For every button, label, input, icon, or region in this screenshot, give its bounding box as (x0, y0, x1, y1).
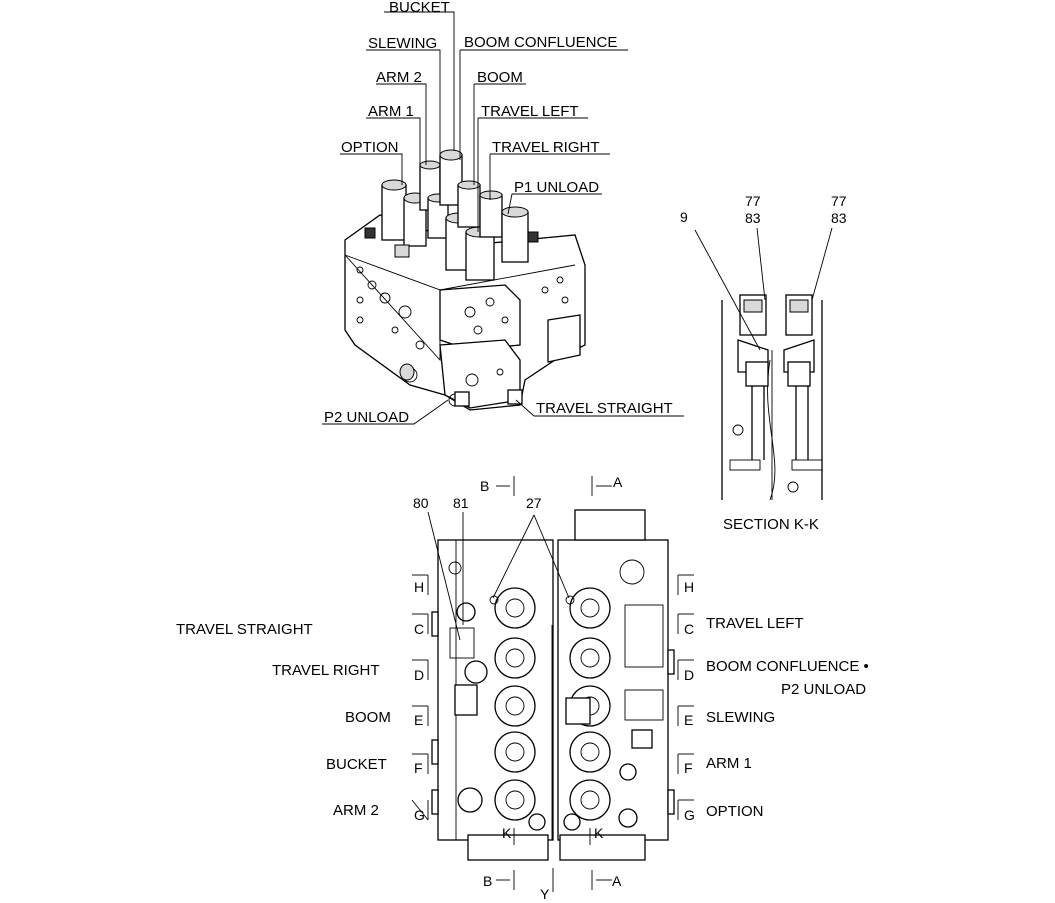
ref-81: 81 (453, 495, 469, 511)
bottom-b-marker: B (483, 873, 492, 889)
top-a-marker: A (613, 474, 623, 490)
label-bucket: BUCKET (389, 0, 450, 16)
top-b-marker: B (480, 478, 489, 494)
left-label-boom: BOOM (345, 709, 391, 726)
left-label-arm2: ARM 2 (333, 802, 379, 819)
section-kk-drawing (694, 227, 833, 501)
right-label-arm1: ARM 1 (706, 755, 752, 772)
right-label-p2-unload: P2 UNLOAD (781, 681, 866, 698)
k-left-marker: K (502, 825, 512, 841)
left-letter-g: G (414, 807, 425, 823)
ref-27: 27 (526, 495, 542, 511)
front-view-leaders (411, 476, 694, 892)
left-label-travel-right: TRAVEL RIGHT (272, 662, 380, 679)
y-marker: Y (540, 886, 550, 902)
right-label-slewing: SLEWING (706, 709, 775, 726)
front-view-labels: 80 81 27 B A B A Y K K TRAVEL STRAIGHT T… (176, 474, 869, 902)
iso-labels: BUCKET SLEWING BOOM CONFLUENCE ARM 2 BOO… (324, 0, 673, 426)
right-label-boom-confluence: BOOM CONFLUENCE • (706, 658, 869, 675)
right-label-travel-left: TRAVEL LEFT (706, 615, 804, 632)
label-travel-right: TRAVEL RIGHT (492, 139, 600, 156)
ref-80: 80 (413, 495, 429, 511)
bottom-a-marker: A (612, 873, 622, 889)
left-letter-h: H (414, 579, 424, 595)
label-boom: BOOM (477, 69, 523, 86)
ref-83-right: 83 (831, 210, 847, 226)
k-right-marker: K (594, 825, 604, 841)
isometric-valve-drawing (344, 149, 586, 411)
right-letter-h: H (684, 579, 694, 595)
section-kk-labels: 9 77 83 77 83 SECTION K-K (680, 193, 847, 533)
right-label-option: OPTION (706, 803, 764, 820)
right-letter-g: G (684, 807, 695, 823)
right-letter-d: D (684, 667, 694, 683)
right-letter-c: C (684, 621, 694, 637)
label-arm2: ARM 2 (376, 69, 422, 86)
left-letter-f: F (414, 760, 423, 776)
left-letter-d: D (414, 667, 424, 683)
solenoid-cylinders (381, 149, 529, 281)
front-view-drawing (431, 509, 675, 861)
label-arm1: ARM 1 (368, 103, 414, 120)
right-letter-f: F (684, 760, 693, 776)
iso-leader-lines (322, 11, 684, 425)
label-p1-unload: P1 UNLOAD (514, 179, 599, 196)
label-p2-unload: P2 UNLOAD (324, 409, 409, 426)
left-letter-c: C (414, 621, 424, 637)
ref-77-right: 77 (831, 193, 847, 209)
label-option: OPTION (341, 139, 399, 156)
left-label-travel-straight: TRAVEL STRAIGHT (176, 621, 313, 638)
ref-83-left: 83 (745, 210, 761, 226)
label-slewing: SLEWING (368, 35, 437, 52)
label-travel-left: TRAVEL LEFT (481, 103, 579, 120)
left-letter-e: E (414, 712, 423, 728)
spool-caps (449, 587, 653, 831)
label-boom-confluence: BOOM CONFLUENCE (464, 34, 617, 51)
right-letter-e: E (684, 712, 693, 728)
ref-9: 9 (680, 209, 688, 225)
section-caption: SECTION K-K (723, 516, 819, 533)
left-label-bucket: BUCKET (326, 756, 387, 773)
label-travel-straight-iso: TRAVEL STRAIGHT (536, 400, 673, 417)
ref-77-left: 77 (745, 193, 761, 209)
